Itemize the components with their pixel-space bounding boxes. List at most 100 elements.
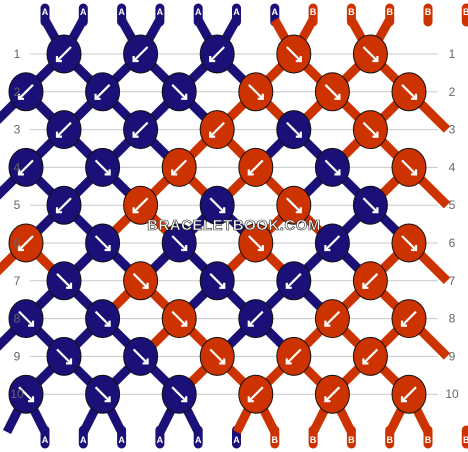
knot-arrowhead <box>295 207 302 214</box>
knot-arrowhead <box>28 320 35 327</box>
knot-arrow <box>286 121 302 138</box>
knot-arrow <box>171 310 187 327</box>
knot-arrow <box>56 121 72 138</box>
row-label-right: 7 <box>449 274 456 288</box>
knot-arrow <box>286 46 302 62</box>
strand-top-label: B <box>463 7 468 17</box>
strand-top-label: A <box>233 7 240 17</box>
knot-arrow <box>132 121 149 138</box>
strand-top-label: A <box>195 7 202 17</box>
knot-arrowhead <box>209 56 216 63</box>
knot-arrowhead <box>132 56 139 63</box>
knot-arrow <box>18 84 34 100</box>
knot-arrow <box>362 46 379 62</box>
knot-arrow <box>248 235 264 251</box>
knot-arrowhead <box>142 282 149 289</box>
strand-bottom-label: A <box>195 435 202 445</box>
knot-arrow <box>401 84 417 100</box>
knot-arrowhead <box>55 207 62 214</box>
knot-arrow <box>209 46 225 62</box>
knot-arrow <box>362 348 379 365</box>
knot-arrow <box>209 197 225 213</box>
knot-arrowhead <box>411 245 418 252</box>
strand-top-label: A <box>42 7 49 17</box>
knot-arrow <box>56 273 72 289</box>
knot-arrowhead <box>28 396 35 403</box>
knot-arrowhead <box>285 282 292 289</box>
knot-arrow <box>324 235 341 251</box>
knot-arrow <box>401 159 417 176</box>
watermark-text: BRACELETBOOK.COM <box>147 217 321 234</box>
row-label-right: 6 <box>449 236 456 250</box>
knot-arrow <box>209 348 225 365</box>
strand-bottom-label: A <box>118 435 125 445</box>
knot-arrowhead <box>104 320 111 327</box>
knot-arrow <box>362 121 379 138</box>
knot-arrowhead <box>411 93 418 100</box>
knot-arrowhead <box>372 207 379 214</box>
knot-arrowhead <box>219 358 226 365</box>
knot-arrowhead <box>142 358 149 365</box>
knot-arrowhead <box>181 93 188 100</box>
knot-arrowhead <box>372 56 379 63</box>
row-label-left: 1 <box>14 47 21 61</box>
knot-arrowhead <box>17 245 24 252</box>
knot-arrow <box>324 159 341 176</box>
knot-arrow <box>324 386 341 402</box>
knot-arrowhead <box>17 169 24 176</box>
row-label-left: 10 <box>10 387 24 401</box>
knot-arrowhead <box>55 131 62 138</box>
row-label-right: 4 <box>449 160 456 174</box>
knot-arrowhead <box>104 396 111 403</box>
strand-top-label: B <box>425 7 432 17</box>
knot-arrow <box>324 310 341 327</box>
knot-arrow <box>56 46 72 62</box>
knot-arrow <box>248 310 264 327</box>
knot-arrowhead <box>181 396 188 403</box>
knot-arrow <box>209 273 225 289</box>
knot-arrowhead <box>295 56 302 63</box>
row-label-right: 8 <box>449 312 456 326</box>
knot-arrowhead <box>219 207 226 214</box>
knot-arrowhead <box>257 245 264 252</box>
knot-arrowhead <box>181 245 188 252</box>
strand-top-label: B <box>310 7 317 17</box>
knot-arrowhead <box>247 169 254 176</box>
row-label-left: 3 <box>14 123 21 137</box>
row-label-left: 5 <box>14 198 21 212</box>
knot-arrow <box>171 235 187 251</box>
knot-layer <box>8 34 427 414</box>
knot-arrowhead <box>400 396 407 403</box>
strand-bottom-label: A <box>157 435 164 445</box>
knot-arrow <box>401 386 417 402</box>
knot-arrow <box>56 348 72 365</box>
knot-arrow <box>94 235 111 251</box>
knot-arrowhead <box>334 93 341 100</box>
row-label-left: 6 <box>14 236 21 250</box>
knot-arrowhead <box>171 169 178 176</box>
knot-arrow <box>209 121 225 138</box>
strand-top-label: A <box>80 7 87 17</box>
knot-arrow <box>132 348 149 365</box>
knot-arrow <box>94 84 111 100</box>
knot-arrowhead <box>66 358 73 365</box>
strand-bottom-label: B <box>310 435 317 445</box>
strand-bottom-label: A <box>42 435 49 445</box>
row-label-left: 7 <box>14 274 21 288</box>
row-label-left: 8 <box>14 312 21 326</box>
knot-arrow <box>18 235 34 251</box>
knot-arrow <box>171 84 187 100</box>
knot-arrowhead <box>94 93 101 100</box>
strand-top-label: A <box>118 7 125 17</box>
strand-bottom-label: B <box>463 435 468 445</box>
knot-arrow <box>401 310 417 327</box>
row-label-left: 4 <box>14 160 21 174</box>
knot-arrow <box>286 348 302 365</box>
strand-bottom-label: B <box>425 435 432 445</box>
knot-arrowhead <box>411 169 418 176</box>
knot-arrowhead <box>400 320 407 327</box>
knot-arrowhead <box>55 56 62 63</box>
knot-arrow <box>248 386 264 402</box>
